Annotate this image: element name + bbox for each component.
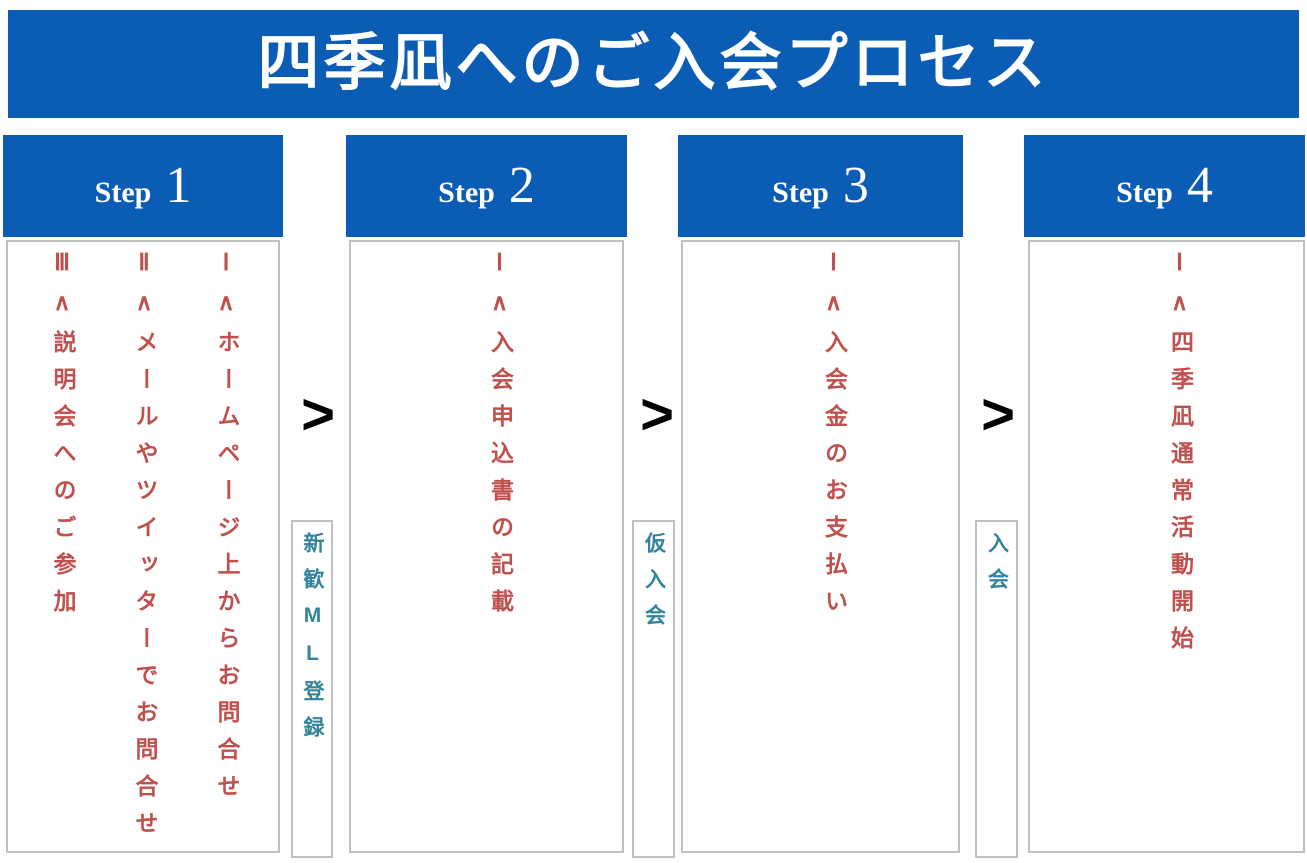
step-1-header: Step 1	[3, 135, 283, 237]
step-2-label: Step	[438, 176, 495, 209]
milestone-label: 新歓ML登録	[301, 532, 324, 752]
step-4-number: 4	[1186, 157, 1213, 214]
process-item: Ⅱ∧メールやツイッターでお問合せ	[132, 250, 158, 848]
process-item: Ⅰ∧入会申込書の記載	[487, 250, 514, 626]
step-2-number: 2	[508, 157, 535, 214]
process-item: Ⅰ∧四季凪通常活動開始	[1167, 250, 1194, 663]
step-4-body: Ⅰ∧四季凪通常活動開始	[1028, 240, 1305, 853]
milestone-box-kari-nyukai: 仮入会	[632, 520, 675, 858]
process-item: Ⅰ∧ホームページ上からお問合せ	[214, 250, 240, 811]
title-banner: 四季凪へのご入会プロセス	[8, 10, 1299, 118]
step-1-number: 1	[165, 157, 192, 214]
step-1-label: Step	[94, 176, 152, 209]
arrow-right-icon: >	[301, 382, 335, 447]
step-3-label: Step	[772, 176, 829, 209]
milestone-label: 入会	[985, 532, 1009, 604]
step-3-body: Ⅰ∧入会金のお支払い	[681, 240, 960, 853]
step-4-header: Step 4	[1024, 135, 1305, 237]
page-title: 四季凪へのご入会プロセス	[257, 30, 1050, 98]
step-3-header: Step 3	[678, 135, 963, 237]
process-item: Ⅰ∧入会金のお支払い	[821, 250, 848, 626]
step-1-body: Ⅰ∧ホームページ上からお問合せ Ⅱ∧メールやツイッターでお問合せ Ⅲ∧説明会への…	[6, 240, 280, 853]
step-3-number: 3	[842, 157, 869, 214]
step-1-items: Ⅰ∧ホームページ上からお問合せ Ⅱ∧メールやツイッターでお問合せ Ⅲ∧説明会への…	[22, 250, 268, 848]
process-item: Ⅲ∧説明会へのご参加	[50, 250, 76, 626]
milestone-label: 仮入会	[642, 532, 666, 640]
milestone-box-nyukai: 入会	[975, 520, 1018, 858]
step-4-label: Step	[1116, 176, 1173, 209]
step-2-body: Ⅰ∧入会申込書の記載	[349, 240, 624, 853]
arrow-right-icon: >	[640, 382, 674, 447]
milestone-box-shinkan-ml: 新歓ML登録	[291, 520, 333, 858]
arrow-right-icon: >	[981, 382, 1015, 447]
step-2-header: Step 2	[346, 135, 627, 237]
